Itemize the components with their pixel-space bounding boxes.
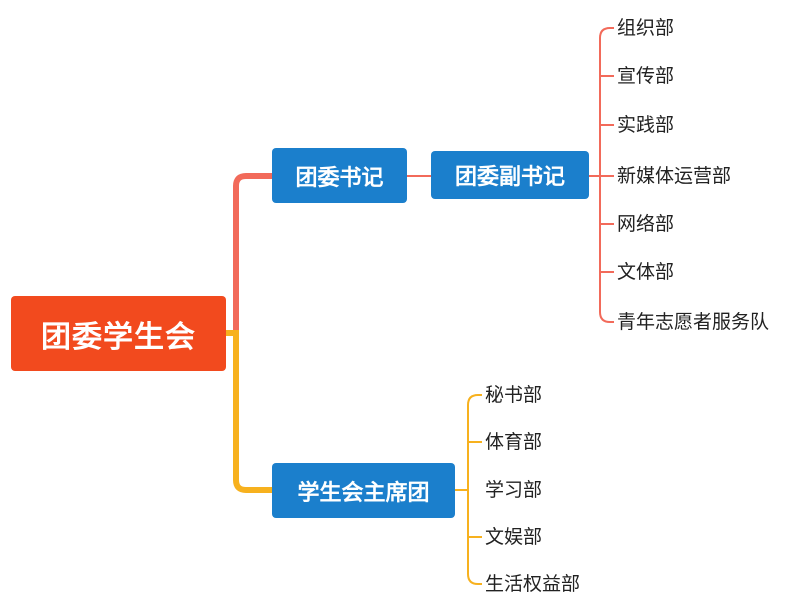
department-publicity[interactable]: 宣传部 [617, 65, 675, 87]
department-secretariat[interactable]: 秘书部 [485, 384, 543, 406]
department-organization[interactable]: 组织部 [617, 17, 675, 39]
department-arts-sports[interactable]: 文体部 [617, 261, 675, 283]
department-practice[interactable]: 实践部 [617, 114, 675, 136]
department-entertainment[interactable]: 文娱部 [485, 526, 543, 548]
connector-root-secretary [226, 173, 272, 336]
deputy-secretary-node[interactable]: 团委副书记 [431, 151, 589, 199]
root-node[interactable]: 团委学生会 [11, 296, 226, 371]
department-new-media[interactable]: 新媒体运营部 [617, 165, 732, 187]
department-sports[interactable]: 体育部 [485, 431, 543, 453]
department-volunteers[interactable]: 青年志愿者服务队 [617, 311, 770, 333]
department-network[interactable]: 网络部 [617, 213, 675, 235]
secretary-node[interactable]: 团委书记 [272, 148, 407, 203]
department-study[interactable]: 学习部 [485, 479, 543, 501]
connector-root-presidium [226, 330, 272, 493]
presidium-node[interactable]: 学生会主席团 [272, 463, 455, 518]
department-welfare[interactable]: 生活权益部 [485, 573, 581, 595]
connector-deputy-departments [589, 27, 614, 323]
connector-presidium-departments [455, 394, 482, 585]
